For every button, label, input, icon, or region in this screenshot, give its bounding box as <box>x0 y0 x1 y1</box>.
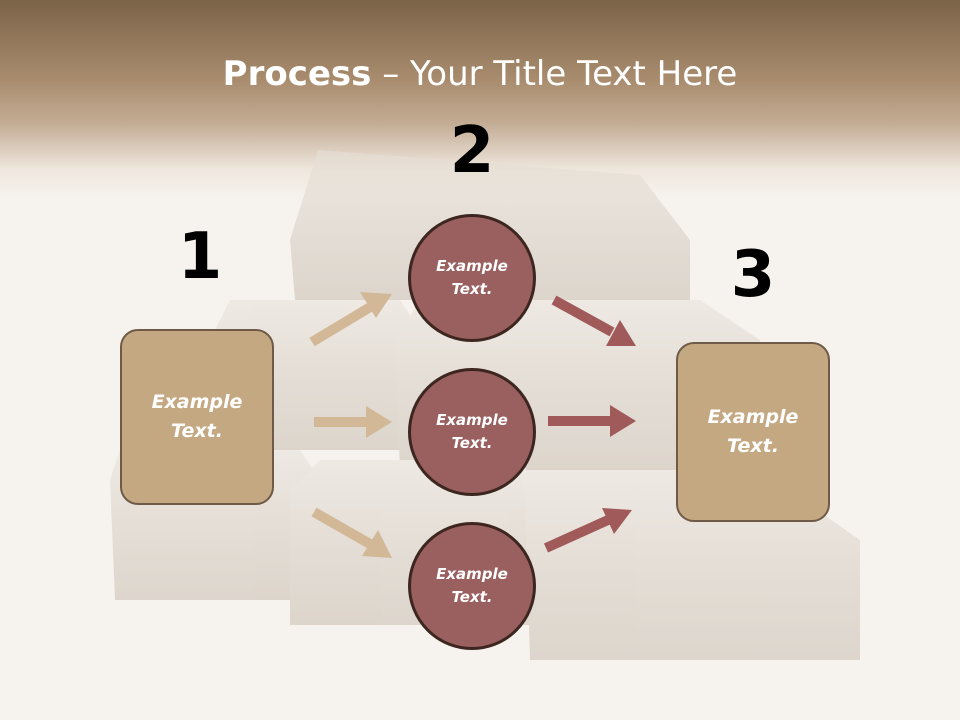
step-number-1: 1 <box>177 220 223 294</box>
arrow-left-to-top <box>309 292 392 347</box>
arrow-top-to-right <box>551 295 636 346</box>
left-box-text: Example Text. <box>151 391 243 442</box>
arrow-middle-to-right <box>548 405 636 437</box>
title-bold-part: Process <box>222 54 372 94</box>
circle-bottom[interactable]: Example Text. <box>408 522 536 650</box>
arrow-left-to-bottom <box>311 507 392 558</box>
circle-bottom-text: Example Text. <box>436 565 508 606</box>
slide-title: Process – Your Title Text Here <box>0 52 960 96</box>
arrow-left-to-middle <box>314 406 392 438</box>
step-number-2: 2 <box>449 114 495 188</box>
right-box-text: Example Text. <box>707 406 799 457</box>
title-rest: Your Title Text Here <box>410 54 738 94</box>
step-number-3: 3 <box>730 238 776 312</box>
arrow-bottom-to-right <box>543 508 632 553</box>
circle-top[interactable]: Example Text. <box>408 214 536 342</box>
right-text-box[interactable]: Example Text. <box>676 342 830 522</box>
left-text-box[interactable]: Example Text. <box>120 329 274 505</box>
circle-middle-text: Example Text. <box>436 411 508 452</box>
title-separator: – <box>371 54 411 94</box>
circle-top-text: Example Text. <box>436 257 508 298</box>
circle-middle[interactable]: Example Text. <box>408 368 536 496</box>
